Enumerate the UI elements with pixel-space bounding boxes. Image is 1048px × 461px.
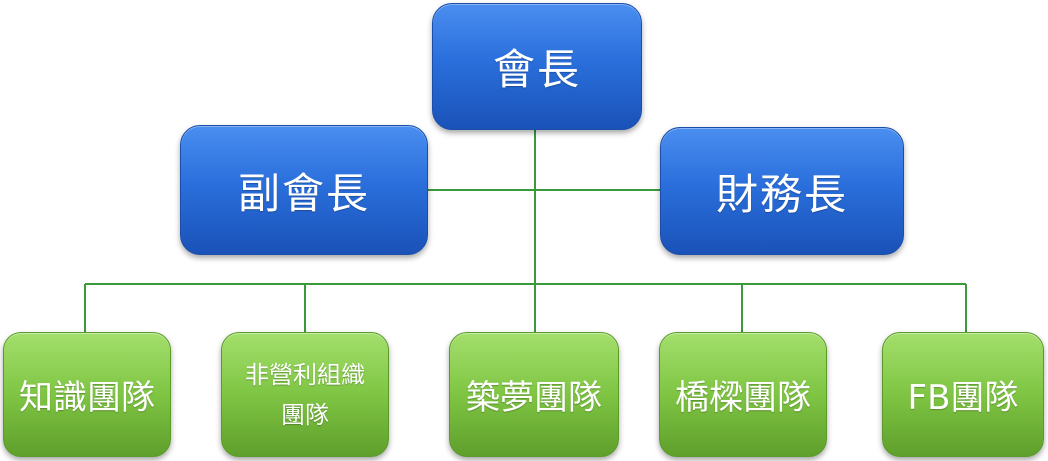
team-box-knowledge: 知識團隊 <box>3 332 171 457</box>
treasurer-label: 財務長 <box>715 169 848 219</box>
team-label: FB團隊 <box>907 378 1019 418</box>
president-box: 會長 <box>432 3 642 130</box>
president-label: 會長 <box>492 45 581 94</box>
team-box-fb: FB團隊 <box>882 332 1044 457</box>
team-label-line2: 團隊 <box>281 400 329 429</box>
team-label: 橋樑團隊 <box>675 378 811 418</box>
team-box-bridge: 橋樑團隊 <box>659 332 827 457</box>
vice-president-box: 副會長 <box>180 125 428 255</box>
team-label: 知識團隊 <box>19 378 155 418</box>
treasurer-box: 財務長 <box>660 127 904 255</box>
team-label-line1: 非營利組織 <box>245 360 365 389</box>
team-label: 築夢團隊 <box>466 378 602 418</box>
vice-president-label: 副會長 <box>237 168 370 218</box>
team-box-nonprofit: 非營利組織 團隊 <box>221 332 389 457</box>
team-box-dream: 築夢團隊 <box>449 332 619 457</box>
